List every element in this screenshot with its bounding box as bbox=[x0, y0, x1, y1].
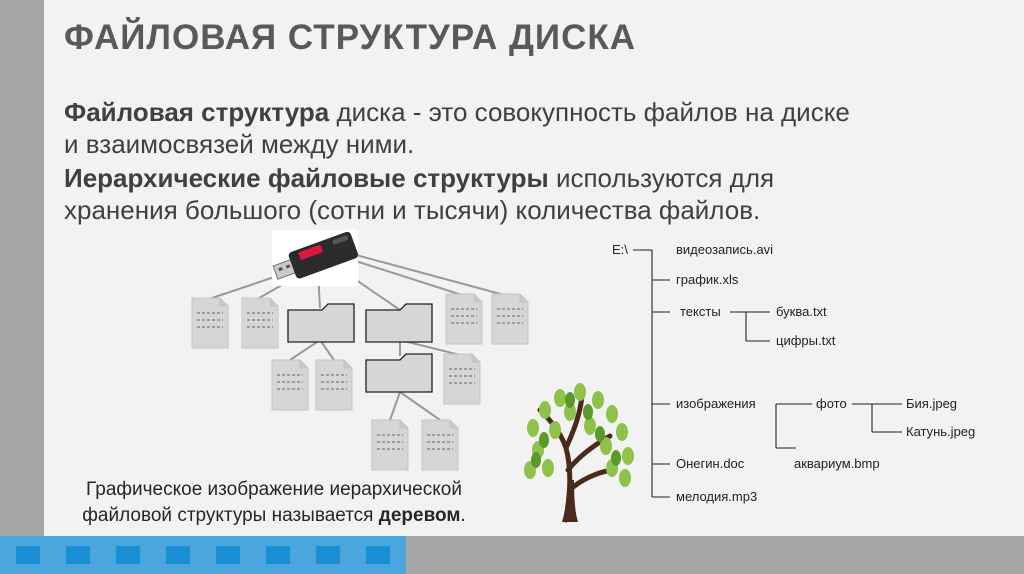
folder-icon bbox=[287, 303, 355, 343]
tree-item: мелодия.mp3 bbox=[676, 489, 758, 504]
definition-text-line2: и взаимосвязей между ними. bbox=[64, 129, 415, 159]
file-icon bbox=[445, 293, 483, 345]
hierarchy-text-line2: хранения большого (сотни и тысячи) колич… bbox=[64, 195, 761, 225]
directory-tree-lines bbox=[633, 249, 902, 498]
tree-item: Бия.jpeg bbox=[906, 396, 958, 411]
left-decor-stripe bbox=[0, 0, 44, 574]
file-icon bbox=[271, 359, 309, 411]
file-icon bbox=[421, 419, 459, 471]
tree-item: Катунь.jpeg bbox=[906, 424, 976, 439]
tree-item: цифры.txt bbox=[776, 333, 836, 348]
file-icon bbox=[241, 297, 279, 349]
hierarchy-paragraph: Иерархические файловые структуры использ… bbox=[64, 162, 974, 226]
tree-item: аквариум.bmp bbox=[794, 456, 880, 471]
file-icon bbox=[371, 419, 409, 471]
file-icon bbox=[443, 353, 481, 405]
usb-drive-icon bbox=[272, 230, 359, 286]
page-title: ФАЙЛОВАЯ СТРУКТУРА ДИСКА bbox=[64, 18, 637, 57]
caption-line1: Графическое изображение иерархической bbox=[86, 479, 462, 500]
decor-square bbox=[116, 546, 140, 564]
caption-period: . bbox=[460, 505, 466, 526]
file-icon bbox=[191, 297, 229, 349]
term-bold: Файловая структура bbox=[64, 97, 330, 127]
decor-square bbox=[66, 546, 90, 564]
file-icon bbox=[315, 359, 353, 411]
caption-bold-term: деревом bbox=[378, 505, 461, 526]
decor-square bbox=[216, 546, 240, 564]
folder-icon bbox=[365, 303, 433, 343]
tree-item-folder: изображения bbox=[676, 396, 756, 411]
tree-root-label: E:\ bbox=[612, 242, 628, 257]
caption-line2: файловой структуры называется bbox=[82, 505, 379, 526]
tree-item-folder: фото bbox=[816, 396, 847, 411]
tree-item-folder: тексты bbox=[680, 304, 721, 319]
decor-square bbox=[366, 546, 390, 564]
tree-item: график.xls bbox=[676, 272, 739, 287]
decor-square bbox=[266, 546, 290, 564]
decor-square bbox=[166, 546, 190, 564]
tree-illustration-icon bbox=[524, 383, 634, 523]
folder-icon bbox=[365, 353, 433, 393]
definition-paragraph: Файловая структура диска - это совокупно… bbox=[64, 96, 974, 160]
tree-item: видеозапись.avi bbox=[676, 242, 774, 257]
file-icon bbox=[491, 293, 529, 345]
decor-square bbox=[316, 546, 340, 564]
tree-caption: Графическое изображение иерархической фай… bbox=[54, 477, 494, 529]
term-bold: Иерархические файловые структуры bbox=[64, 163, 549, 193]
decor-square bbox=[16, 546, 40, 564]
definition-text: диска - это совокупность файлов на диске bbox=[329, 97, 850, 127]
hierarchy-text: используются для bbox=[548, 163, 775, 193]
tree-item: Онегин.doc bbox=[676, 456, 745, 471]
tree-item: буква.txt bbox=[776, 304, 827, 319]
